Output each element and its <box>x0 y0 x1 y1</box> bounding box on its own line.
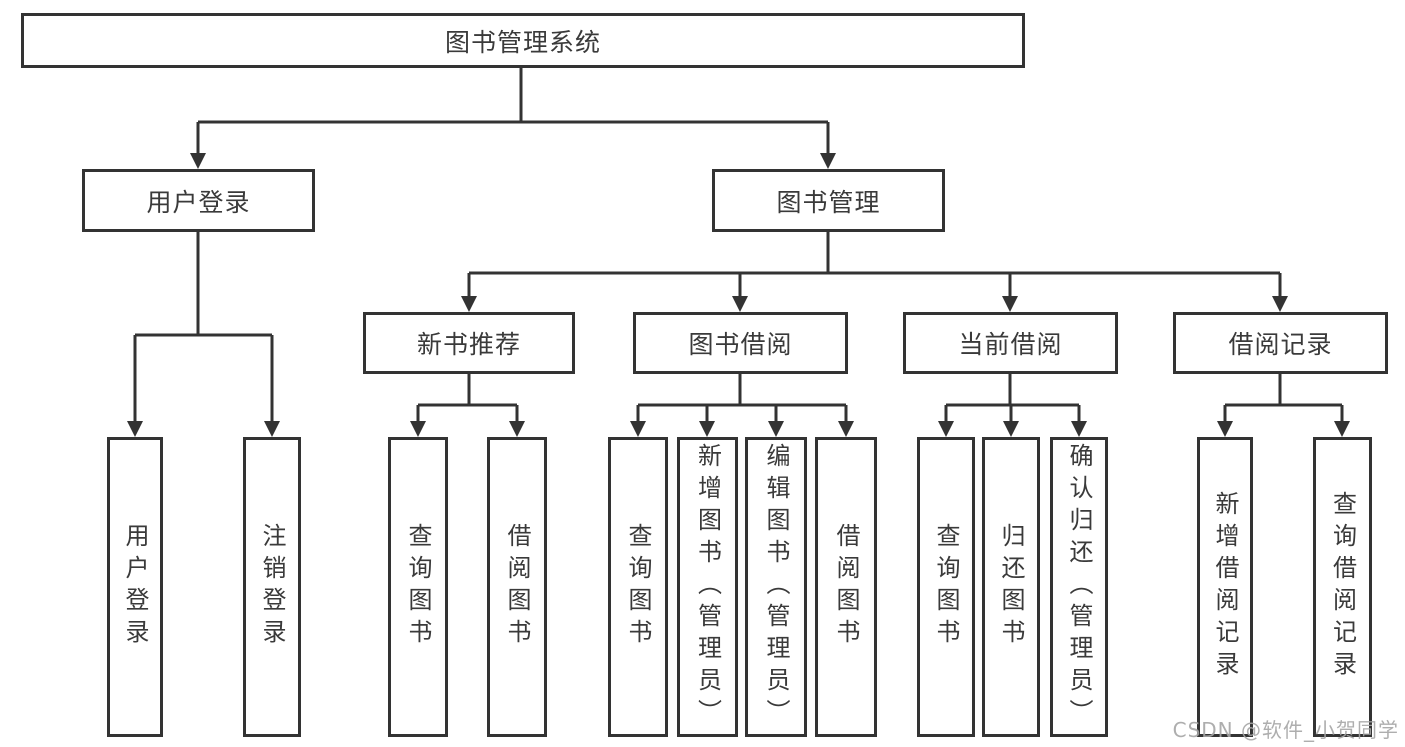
node-leaf-br-query-record-label: 查询借阅记录 <box>1328 491 1357 683</box>
node-leaf-user-login-label: 用户登录 <box>121 523 149 651</box>
node-book-borrow: 图书借阅 <box>633 312 848 374</box>
arrowhead-icon <box>461 296 477 312</box>
node-new-book-recommend-label: 新书推荐 <box>416 330 521 359</box>
arrowhead-icon <box>768 421 784 437</box>
arrowhead-icon <box>1003 421 1019 437</box>
node-leaf-bb-borrow-books-label: 借阅图书 <box>832 523 860 651</box>
watermark: CSDN @软件_小贺同学 <box>1172 718 1399 742</box>
node-leaf-cb-return-books-label: 归还图书 <box>997 523 1025 651</box>
node-current-borrow: 当前借阅 <box>903 312 1118 374</box>
node-leaf-logout: 注销登录 <box>243 437 301 737</box>
arrowhead-icon <box>838 421 854 437</box>
node-leaf-br-query-record: 查询借阅记录 <box>1313 437 1372 737</box>
arrowhead-icon <box>820 153 836 169</box>
connector-path <box>133 68 1344 422</box>
node-current-borrow-label: 当前借阅 <box>958 330 1063 359</box>
node-leaf-br-add-record-label: 新增借阅记录 <box>1211 491 1239 683</box>
arrowhead-icon <box>1071 421 1087 437</box>
node-leaf-cb-confirm-return-admin-label: 确认归还（管理员） <box>1065 443 1093 731</box>
arrowhead-icon <box>190 153 206 169</box>
node-book-management-label: 图书管理 <box>776 187 881 217</box>
node-root: 图书管理系统 <box>21 13 1025 68</box>
node-leaf-nbr-query-books: 查询图书 <box>388 437 448 737</box>
node-leaf-cb-query-books-label: 查询图书 <box>932 523 960 651</box>
arrowhead-icon <box>732 296 748 312</box>
node-leaf-cb-query-books: 查询图书 <box>917 437 975 737</box>
node-root-label: 图书管理系统 <box>444 27 601 57</box>
arrowheads <box>127 153 1350 437</box>
arrowhead-icon <box>509 421 525 437</box>
arrowhead-icon <box>1002 296 1018 312</box>
arrowhead-icon <box>699 421 715 437</box>
node-user-login-label: 用户登录 <box>146 187 251 217</box>
node-leaf-bb-query-books: 查询图书 <box>608 437 668 737</box>
node-borrow-records: 借阅记录 <box>1173 312 1388 374</box>
node-borrow-records-label: 借阅记录 <box>1228 330 1333 359</box>
arrowhead-icon <box>127 421 143 437</box>
node-leaf-nbr-borrow-books: 借阅图书 <box>487 437 547 737</box>
node-leaf-cb-confirm-return-admin: 确认归还（管理员） <box>1050 437 1108 737</box>
arrowhead-icon <box>1334 421 1350 437</box>
arrowhead-icon <box>264 421 280 437</box>
node-leaf-br-add-record: 新增借阅记录 <box>1197 437 1253 737</box>
node-book-management: 图书管理 <box>712 169 945 232</box>
arrowhead-icon <box>938 421 954 437</box>
arrowhead-icon <box>630 421 646 437</box>
node-leaf-nbr-query-books-label: 查询图书 <box>404 523 432 651</box>
node-leaf-bb-query-books-label: 查询图书 <box>624 523 652 651</box>
node-user-login: 用户登录 <box>82 169 315 232</box>
arrowhead-icon <box>1217 421 1233 437</box>
node-leaf-bb-edit-books-admin-label: 编辑图书（管理员） <box>762 443 790 731</box>
node-book-borrow-label: 图书借阅 <box>688 330 793 359</box>
node-leaf-nbr-borrow-books-label: 借阅图书 <box>503 523 531 651</box>
node-new-book-recommend: 新书推荐 <box>363 312 575 374</box>
arrowhead-icon <box>1272 296 1288 312</box>
node-leaf-user-login: 用户登录 <box>107 437 163 737</box>
node-leaf-logout-label: 注销登录 <box>258 523 286 651</box>
arrowhead-icon <box>410 421 426 437</box>
node-leaf-bb-add-books-admin-label: 新增图书（管理员） <box>693 443 722 731</box>
node-leaf-bb-add-books-admin: 新增图书（管理员） <box>677 437 738 737</box>
node-leaf-cb-return-books: 归还图书 <box>982 437 1040 737</box>
node-leaf-bb-edit-books-admin: 编辑图书（管理员） <box>745 437 807 737</box>
node-leaf-bb-borrow-books: 借阅图书 <box>815 437 877 737</box>
